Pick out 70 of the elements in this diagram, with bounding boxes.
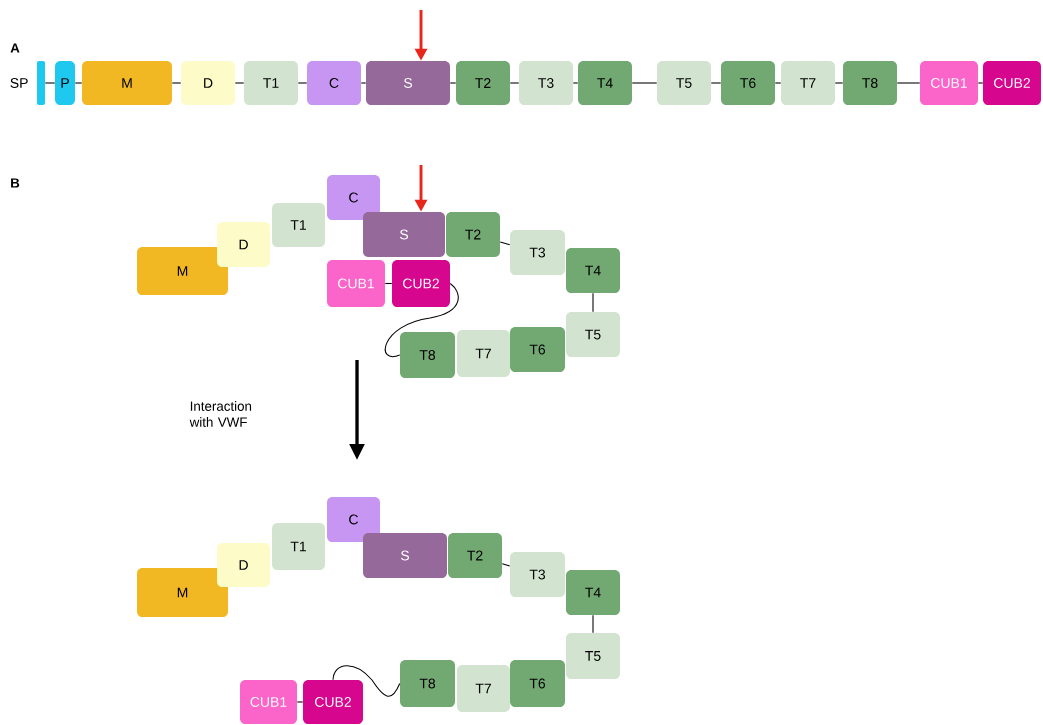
linker-line <box>896 82 921 84</box>
domain-box: T2 <box>448 533 502 578</box>
linker-line <box>296 701 304 703</box>
domain-box: T3 <box>510 552 565 597</box>
domain-box: D <box>181 61 235 105</box>
linker-line <box>977 82 984 84</box>
panel-label: A <box>10 43 20 53</box>
domain-box: S <box>363 212 445 257</box>
linker-curve <box>384 282 459 358</box>
linker-line <box>74 82 83 84</box>
linker-line <box>501 563 511 567</box>
domain-box: T4 <box>566 570 620 615</box>
domain-box: CUB1 <box>240 680 297 724</box>
panel-label: B <box>11 178 20 188</box>
domain-box: T5 <box>657 61 711 105</box>
linker-line <box>384 282 393 285</box>
domain-box: T4 <box>578 61 632 105</box>
linker-line <box>572 82 579 84</box>
linker-line <box>509 82 520 84</box>
annotation-text: Interaction with VWF <box>189 401 252 427</box>
domain-box: C <box>327 497 380 542</box>
linker-line <box>44 82 56 84</box>
domain-box: CUB1 <box>920 61 978 105</box>
domain-box: T1 <box>272 203 325 247</box>
domain-box: M <box>82 61 172 105</box>
linker-curve <box>332 665 401 697</box>
domain-box: T6 <box>721 61 775 105</box>
domain-box: S <box>366 61 450 105</box>
linker-line <box>592 292 594 313</box>
linker-line <box>592 614 594 634</box>
domain-label: SP <box>10 78 28 88</box>
domain-box: T8 <box>400 332 455 378</box>
domain-box: C <box>307 61 361 105</box>
domain-box: CUB1 <box>327 260 385 307</box>
domain-box: T6 <box>510 327 565 372</box>
domain-box: CUB2 <box>983 61 1041 105</box>
domain-box: T4 <box>566 248 620 293</box>
linker-line <box>631 82 658 84</box>
linker-line <box>297 82 308 84</box>
domain-box: T1 <box>272 523 325 570</box>
domain-box: D <box>217 222 270 267</box>
signal-peptide-bar: P <box>55 61 75 105</box>
linker-line <box>834 82 844 84</box>
domain-box: M <box>137 568 228 617</box>
domain-box: T7 <box>781 61 835 105</box>
domain-box: CUB2 <box>392 260 450 307</box>
domain-box: CUB2 <box>303 680 363 724</box>
domain-box: T7 <box>457 665 510 712</box>
domain-box: C <box>327 175 380 220</box>
domain-box: T8 <box>843 61 897 105</box>
linker-line <box>449 82 457 84</box>
domain-box: T2 <box>446 212 500 257</box>
linker-line <box>499 241 511 246</box>
domain-box: M <box>137 247 228 295</box>
domain-box: T6 <box>510 660 565 707</box>
domain-box: D <box>217 543 270 587</box>
domain-box: T8 <box>400 660 455 707</box>
domain-box: T3 <box>519 61 573 105</box>
linker-line <box>234 82 245 84</box>
domain-box: T5 <box>566 633 620 679</box>
domain-box: T2 <box>456 61 510 105</box>
domain-box: T7 <box>457 330 510 377</box>
linker-line <box>171 82 182 84</box>
linker-line <box>774 82 782 84</box>
linker-line <box>360 82 367 84</box>
domain-box: T1 <box>244 61 298 105</box>
linker-line <box>710 82 722 84</box>
domain-box: S <box>363 533 447 578</box>
domain-box: T5 <box>566 312 620 357</box>
domain-box: T3 <box>510 230 565 275</box>
